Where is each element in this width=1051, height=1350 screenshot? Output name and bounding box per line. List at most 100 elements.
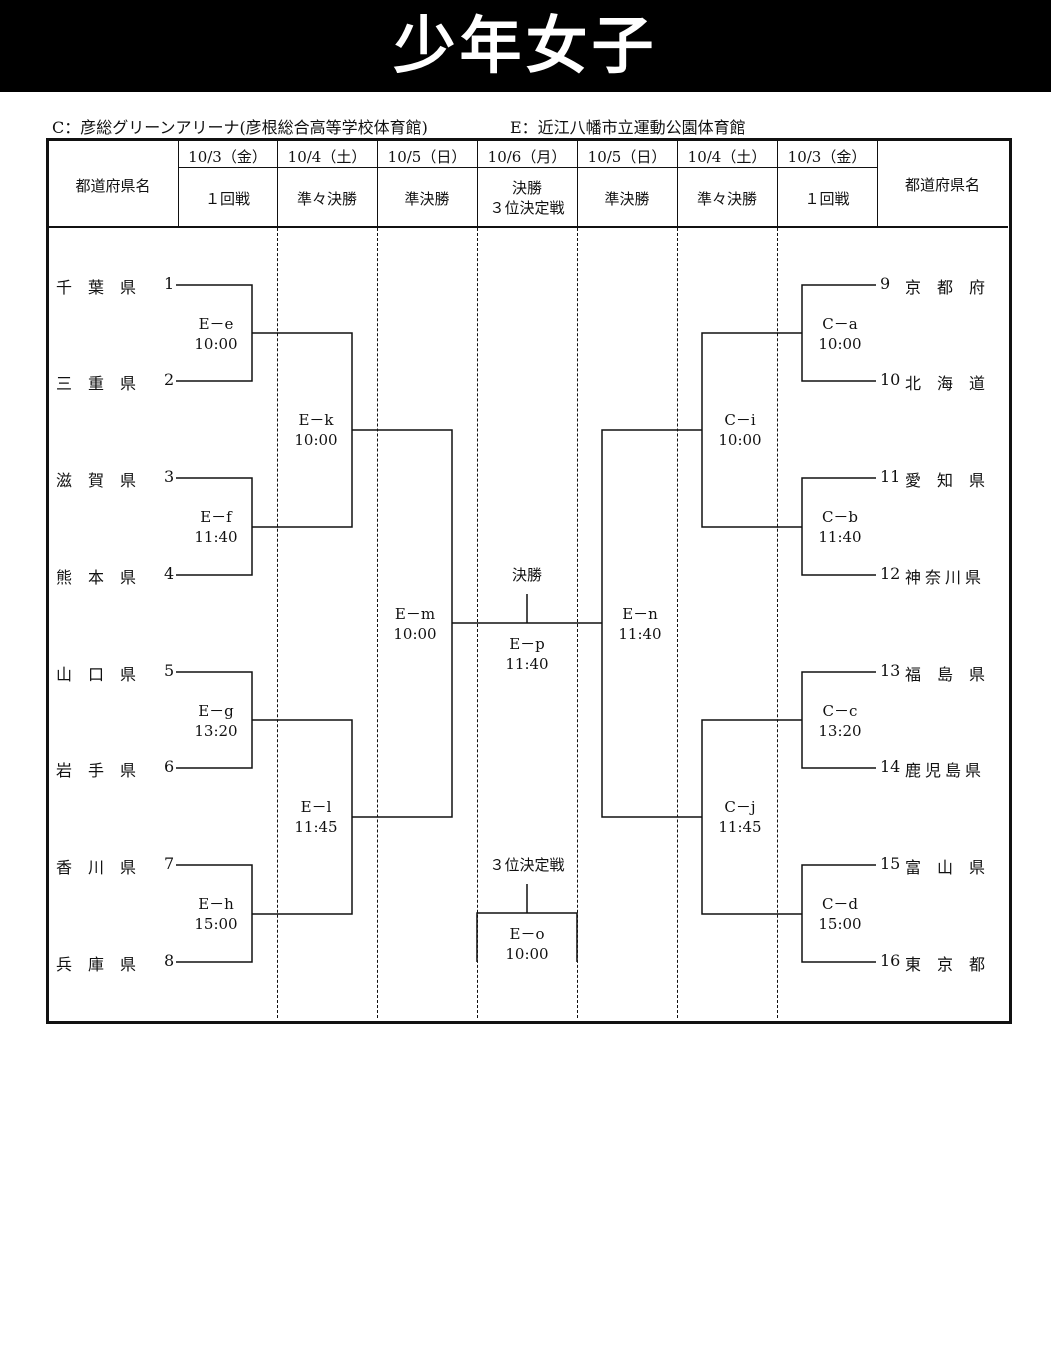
venue-e-label: E：近江八幡市立運動公園体育館 — [510, 118, 746, 137]
header-round-final: 決勝 ３位決定戦 — [489, 179, 565, 217]
venue-c-label: C：彦総グリーンアリーナ(彦根総合高等学校体育館) — [52, 118, 428, 137]
header-col-divider — [178, 140, 179, 227]
match-time: 15:00 — [818, 915, 862, 933]
team-name: 山 口 県 — [56, 665, 137, 684]
header-bottom-border — [48, 226, 1008, 228]
header-col-divider — [777, 140, 778, 227]
match-code: E－k — [298, 411, 334, 429]
team-seed: 8 — [164, 951, 175, 970]
header-round: 準々決勝 — [296, 190, 357, 208]
header-col-divider — [577, 140, 578, 227]
team-name: 鹿児島県 — [905, 761, 986, 780]
column-separator — [777, 228, 778, 1018]
team-name: 東 京 都 — [905, 955, 986, 974]
team-seed: 15 — [880, 854, 901, 873]
match-o: E－o 10:00 — [487, 924, 567, 964]
team-name: 富 山 県 — [905, 858, 986, 877]
header-date: 10/5（日） — [587, 148, 667, 166]
match-p: E－p 11:40 — [487, 634, 567, 674]
header-round: 準決勝 — [404, 190, 450, 208]
match-time: 11:40 — [194, 528, 238, 546]
match-time: 11:45 — [718, 818, 762, 836]
team-seed: 6 — [164, 757, 175, 776]
match-j: C－j 11:45 — [700, 797, 780, 837]
team-seed: 2 — [164, 370, 175, 389]
team-seed: 12 — [880, 564, 901, 583]
team-name: 三 重 県 — [56, 374, 137, 393]
match-code: E－n — [622, 605, 658, 623]
match-time: 11:40 — [618, 625, 662, 643]
header-date: 10/3（金） — [787, 148, 867, 166]
page-title: 少年女子 — [393, 9, 658, 82]
match-time: 13:20 — [194, 722, 238, 740]
header-round: １回戦 — [204, 190, 250, 208]
team-name: 北 海 道 — [905, 374, 986, 393]
header-left-label: 都道府県名 — [75, 177, 151, 195]
column-separator — [277, 228, 278, 1018]
match-time: 13:20 — [818, 722, 862, 740]
team-name: 神奈川県 — [905, 568, 986, 587]
header-col-divider — [377, 140, 378, 227]
team-name: 京 都 府 — [905, 278, 986, 297]
match-m: E－m 10:00 — [375, 604, 455, 644]
team-name: 福 島 県 — [905, 665, 986, 684]
match-code: C－j — [724, 798, 756, 816]
team-name: 岩 手 県 — [56, 761, 137, 780]
third-place-label: ３位決定戦 — [489, 856, 565, 874]
match-time: 10:00 — [393, 625, 437, 643]
header-col-divider — [877, 140, 878, 227]
match-code: E－p — [509, 635, 545, 653]
match-code: E－e — [198, 315, 234, 333]
header-col-divider — [277, 140, 278, 227]
match-time: 11:40 — [818, 528, 862, 546]
column-separator — [677, 228, 678, 1018]
header-date: 10/6（月） — [487, 148, 567, 166]
team-seed: 14 — [880, 757, 901, 776]
team-seed: 1 — [164, 274, 175, 293]
header-right-label: 都道府県名 — [904, 176, 980, 194]
match-n: E－n 11:40 — [600, 604, 680, 644]
team-seed: 3 — [164, 467, 175, 486]
team-seed: 9 — [880, 274, 891, 293]
header-date-divider — [178, 167, 878, 168]
header-round: 準々決勝 — [696, 190, 757, 208]
bracket-table — [46, 138, 1012, 1024]
team-seed: 16 — [880, 951, 901, 970]
match-code: E－g — [198, 702, 234, 720]
match-code: E－m — [394, 605, 436, 623]
match-c: C－c 13:20 — [800, 701, 880, 741]
match-time: 10:00 — [818, 335, 862, 353]
match-time: 10:00 — [194, 335, 238, 353]
header-date: 10/4（土） — [687, 148, 767, 166]
header-date: 10/5（日） — [387, 148, 467, 166]
match-code: E－o — [509, 925, 545, 943]
match-code: C－b — [821, 508, 859, 526]
header-date: 10/4（土） — [287, 148, 367, 166]
match-time: 11:40 — [505, 655, 549, 673]
final-label: 決勝 — [511, 566, 542, 584]
team-seed: 11 — [880, 467, 901, 486]
match-code: C－c — [822, 702, 858, 720]
match-code: C－d — [821, 895, 859, 913]
team-name: 香 川 県 — [56, 858, 137, 877]
team-name: 兵 庫 県 — [56, 955, 137, 974]
team-name: 滋 賀 県 — [56, 471, 137, 490]
team-name: 千 葉 県 — [56, 278, 137, 297]
team-seed: 13 — [880, 661, 901, 680]
header-col-divider — [677, 140, 678, 227]
match-code: E－h — [198, 895, 234, 913]
team-name: 熊 本 県 — [56, 568, 137, 587]
match-e: E－e 10:00 — [176, 314, 256, 354]
team-seed: 5 — [164, 661, 175, 680]
match-d: C－d 15:00 — [800, 894, 880, 934]
match-time: 10:00 — [505, 945, 549, 963]
match-code: E－l — [300, 798, 332, 816]
header-date: 10/3（金） — [188, 148, 267, 166]
match-b: C－b 11:40 — [800, 507, 880, 547]
